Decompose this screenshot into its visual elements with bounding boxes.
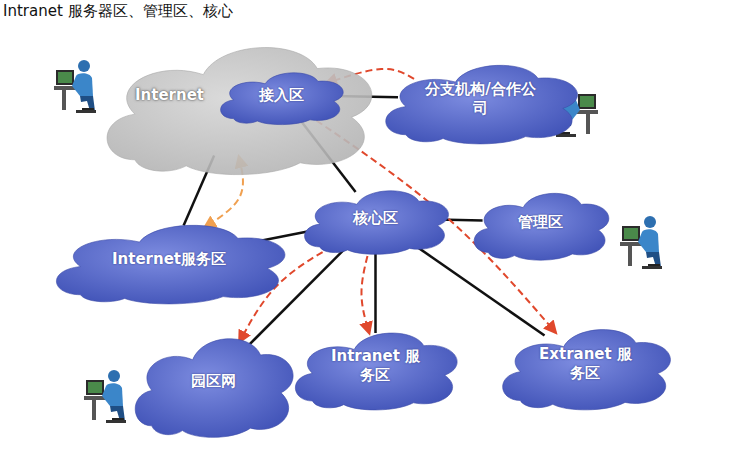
cloud-zone: Intranet 服务区 — [288, 320, 462, 412]
zone-label: 接入区 — [259, 86, 304, 105]
zone-label: Internet服务区 — [112, 250, 226, 269]
zone-label: 核心区 — [353, 209, 398, 228]
zone-label: Extranet 服务区 — [537, 345, 633, 383]
zone-label: Intranet 服务区 — [329, 347, 421, 385]
user-icon — [84, 370, 126, 423]
user-icon — [54, 60, 96, 113]
cloud-zone: 园区网 — [128, 322, 298, 440]
link-line — [374, 245, 377, 333]
page-title: Intranet 服务器区、管理区、核心 — [3, 2, 233, 21]
user-icon — [620, 216, 662, 269]
flow-arrow — [361, 245, 370, 333]
cloud-zone: Internet 接入区 — [95, 26, 380, 178]
cloud-zone: Extranet 服务区 — [495, 316, 676, 412]
cloud-zone: 管理区 — [468, 182, 613, 262]
cloud-zone: 分支机构/合作公司 — [377, 52, 583, 146]
zone-label: Internet — [135, 86, 204, 105]
cloud-zone: 接入区 — [215, 64, 347, 126]
cloud-zone: Internet服务区 — [46, 212, 292, 306]
cloud-zone: 核心区 — [298, 180, 453, 256]
zone-label: 分支机构/合作公司 — [424, 80, 536, 118]
zone-label: 管理区 — [518, 213, 563, 232]
zone-label: 园区网 — [191, 372, 236, 391]
